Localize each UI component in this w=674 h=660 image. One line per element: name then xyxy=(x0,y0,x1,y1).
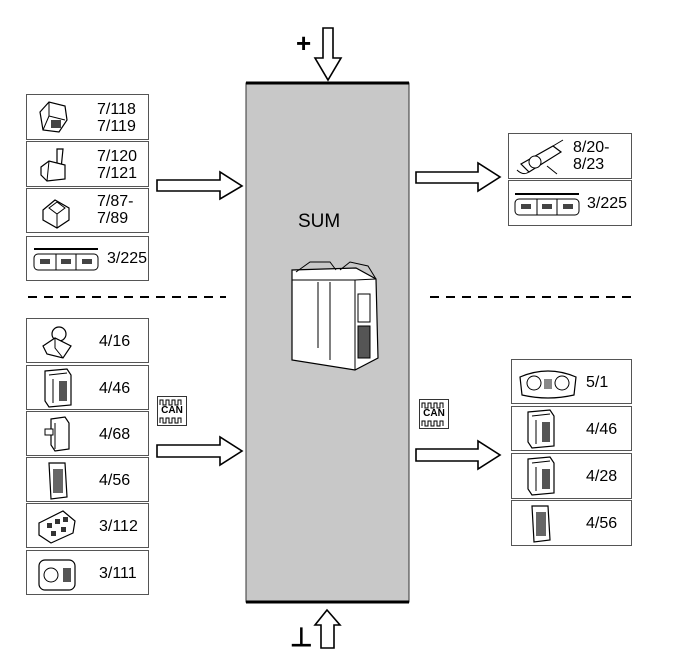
ref-line-1: 4/28 xyxy=(586,468,618,485)
pushbutton-switch-icon xyxy=(42,199,70,229)
output-component-box: 4/56 xyxy=(511,500,632,546)
output-component-box: 3/225 xyxy=(508,180,632,226)
ref-line-2: 7/119 xyxy=(97,118,136,135)
output-component-box: 4/46 xyxy=(511,406,632,451)
ref-line-2: 8/23 xyxy=(573,156,605,173)
steering-column-icon xyxy=(516,139,564,175)
can-bus-icon-right: CAN xyxy=(419,399,449,429)
switch-panel-icon xyxy=(33,248,99,271)
connector-module-icon xyxy=(44,416,70,452)
ref-line-1: 7/87- xyxy=(97,193,134,210)
ref-line-2: 7/121 xyxy=(97,165,138,182)
sum-module-label: SUM xyxy=(298,211,341,232)
control-unit-icon xyxy=(527,456,555,496)
ref-line-1: 4/56 xyxy=(586,515,618,532)
ground-symbol: ⊥ xyxy=(290,622,313,652)
ref-line-1: 4/46 xyxy=(99,380,131,397)
ref-line-1: 7/118 xyxy=(97,101,136,118)
ref-line-1: 3/112 xyxy=(99,518,138,535)
ref-line-1: 8/20- xyxy=(573,139,610,156)
control-unit-icon xyxy=(291,261,379,371)
ref-line-1: 3/225 xyxy=(107,250,148,267)
ground-arrow xyxy=(313,608,342,649)
input-component-box: 7/120 7/121 xyxy=(26,141,149,187)
instrument-cluster-icon xyxy=(519,370,577,399)
input-component-box: 4/46 xyxy=(26,365,149,410)
input-component-box: 3/111 xyxy=(26,550,149,595)
switch-module-icon xyxy=(39,101,68,133)
input-arrow-can xyxy=(156,435,244,467)
ref-line-1: 4/46 xyxy=(586,421,618,438)
light-switch-icon xyxy=(38,559,76,591)
ref-line-1: 3/111 xyxy=(99,565,137,582)
control-unit-icon xyxy=(44,368,72,408)
ref-line-2: 7/89 xyxy=(97,210,129,227)
ref-line-1: 3/225 xyxy=(587,195,628,212)
input-component-box: 4/16 xyxy=(26,318,149,363)
power-supply-arrow xyxy=(313,27,343,82)
input-component-box: 3/112 xyxy=(26,503,149,548)
can-bus-icon-left: CAN xyxy=(157,396,187,426)
plus-symbol: + xyxy=(296,28,312,58)
control-unit-icon xyxy=(527,409,555,449)
control-module-icon xyxy=(48,462,68,500)
lever-switch-icon xyxy=(40,148,66,182)
input-arrow-direct xyxy=(156,170,244,201)
climate-panel-icon xyxy=(38,510,76,544)
input-component-box: 4/56 xyxy=(26,457,149,502)
can-label-right: CAN xyxy=(423,408,445,419)
input-component-box: 7/87- 7/89 xyxy=(26,188,149,233)
output-component-box: 4/28 xyxy=(511,453,632,499)
can-label-left: CAN xyxy=(161,405,183,416)
ref-line-1: 4/16 xyxy=(99,333,131,350)
output-arrow-can xyxy=(415,439,502,471)
output-component-box: 5/1 xyxy=(511,359,632,404)
output-component-box: 8/20- 8/23 xyxy=(508,133,632,179)
ref-line-1: 5/1 xyxy=(586,374,609,391)
output-arrow-direct xyxy=(415,161,502,193)
control-module-icon xyxy=(531,505,551,543)
input-component-box: 3/225 xyxy=(26,236,149,281)
ref-line-1: 4/68 xyxy=(99,426,131,443)
ref-line-1: 7/120 xyxy=(97,148,138,165)
ref-line-1: 4/56 xyxy=(99,472,131,489)
input-component-box: 4/68 xyxy=(26,411,149,456)
input-component-box: 7/118 7/119 xyxy=(26,94,149,140)
switch-panel-icon xyxy=(514,193,580,216)
ignition-switch-icon xyxy=(42,326,72,359)
